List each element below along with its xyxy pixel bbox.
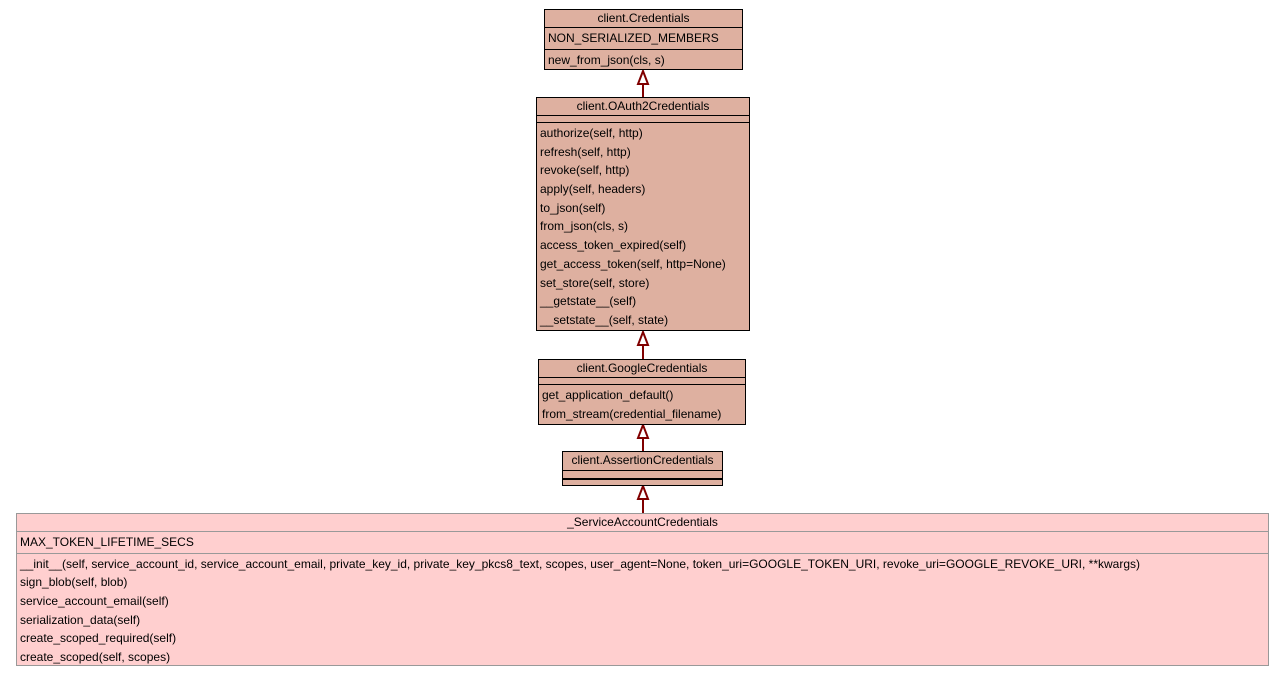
class-name: _ServiceAccountCredentials [17,514,1268,532]
method-item: revoke(self, http) [540,163,630,178]
attributes-section [563,471,722,480]
method-item: get_access_token(self, http=None) [540,256,726,271]
method-item: create_scoped(self, scopes) [20,650,171,665]
method-item: __getstate__(self) [540,294,637,309]
method-item: __init__(self, service_account_id, servi… [20,556,1140,571]
method-item: from_json(cls, s) [540,219,629,234]
class-name: client.AssertionCredentials [563,452,722,471]
arrowhead-assertion [636,483,650,500]
method-item: refresh(self, http) [540,144,631,159]
method-item: access_token_expired(self) [540,238,687,253]
arrowhead-credentials [636,68,650,85]
method-item: create_scoped_required(self) [20,631,177,646]
method-item: get_application_default() [542,388,674,402]
class-box-assertioncredentials: client.AssertionCredentials [562,451,723,486]
method-item: authorize(self, http) [540,126,643,140]
methods-section: new_from_json(cls, s) [545,50,742,71]
methods-section [563,480,722,487]
method-item: sign_blob(self, blob) [20,575,128,590]
class-box-oauth2credentials: client.OAuth2Credentials authorize(self,… [536,97,750,331]
attributes-section [537,116,749,123]
methods-section: authorize(self, http) refresh(self, http)… [537,123,749,331]
method-item: to_json(self) [540,200,606,215]
attributes-section: NON_SERIALIZED_MEMBERS [545,28,742,50]
arrowhead-oauth2 [636,329,650,346]
method-item: set_store(self, store) [540,275,650,290]
method-item: new_from_json(cls, s) [548,52,665,67]
method-item: serialization_data(self) [20,612,141,627]
methods-section: get_application_default() from_stream(cre… [539,385,745,424]
class-box-googlecredentials: client.GoogleCredentials get_application… [538,359,746,425]
arrowhead-google [636,422,650,439]
class-box-serviceaccountcredentials: _ServiceAccountCredentials MAX_TOKEN_LIF… [16,513,1269,666]
method-item: service_account_email(self) [20,594,169,609]
method-item: from_stream(credential_filename) [542,406,722,421]
method-item: apply(self, headers) [540,182,646,197]
attributes-section: MAX_TOKEN_LIFETIME_SECS [17,532,1268,554]
class-name: client.Credentials [545,10,742,28]
class-name: client.GoogleCredentials [539,360,745,378]
class-name: client.OAuth2Credentials [537,98,749,116]
method-item: __setstate__(self, state) [540,312,669,327]
class-box-credentials: client.Credentials NON_SERIALIZED_MEMBER… [544,9,743,70]
attribute-item: MAX_TOKEN_LIFETIME_SECS [20,535,194,549]
attributes-section [539,378,745,385]
attribute-item: NON_SERIALIZED_MEMBERS [548,31,719,45]
methods-section: __init__(self, service_account_id, servi… [17,554,1268,668]
